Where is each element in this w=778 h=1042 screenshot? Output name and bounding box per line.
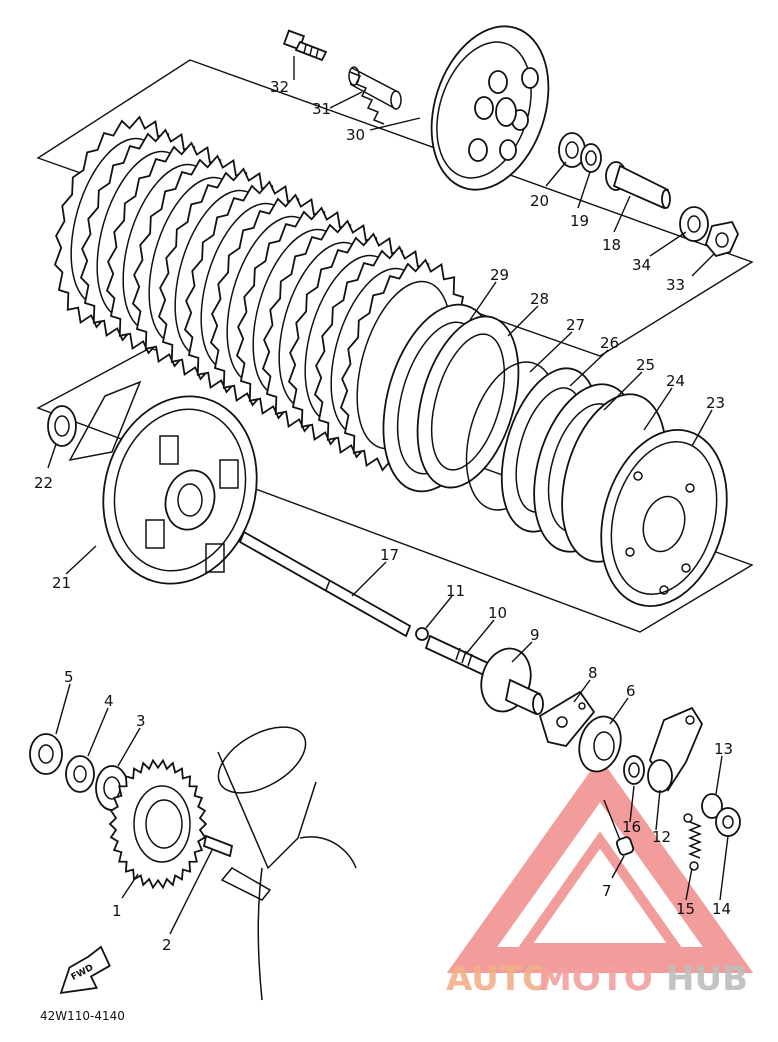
- gear-teeth: [108, 758, 208, 890]
- part-steel-plate-28: [416, 315, 520, 489]
- callout-4: 4: [104, 692, 114, 710]
- part-bush-16: [623, 755, 645, 785]
- callout-11: 11: [446, 582, 465, 600]
- callout-10: 10: [488, 604, 507, 622]
- part-push-lever-shaft-9: [480, 647, 544, 716]
- part-clutch-housing-21: [68, 380, 258, 585]
- watermark-triangle: [446, 757, 754, 973]
- callout-33: 33: [666, 276, 685, 294]
- callout-26: 26: [600, 334, 619, 352]
- callout-29: 29: [490, 266, 509, 284]
- gear-bore: [145, 799, 183, 849]
- callout-5: 5: [64, 668, 74, 686]
- drawing-code: 42W110-4140: [40, 1009, 125, 1023]
- callout-25: 25: [636, 356, 655, 374]
- part-push-lever-12: [647, 706, 704, 793]
- callout-18: 18: [602, 236, 621, 254]
- callout-27: 27: [566, 316, 585, 334]
- callout-3: 3: [136, 712, 146, 730]
- callout-32: 32: [270, 78, 289, 96]
- part-push-rod-10: [424, 634, 492, 678]
- callout-labels: 32 31 30 20 19 18 34 33 29 28 27 26 25 2…: [34, 78, 733, 954]
- crankshaft-outline: [217, 726, 357, 1001]
- lower-frame: [36, 347, 754, 633]
- part-pressure-plate-30: [430, 25, 550, 191]
- fwd-arrow-icon: FWD: [59, 945, 111, 994]
- part-nut-34: [679, 206, 709, 242]
- part-ball-11: [415, 627, 429, 641]
- part-spring-15: [683, 813, 703, 871]
- part-washer-20: [558, 132, 586, 168]
- part-spring-31: [348, 66, 402, 125]
- callout-20: 20: [530, 192, 549, 210]
- part-bolt-32: [282, 29, 328, 62]
- part-primary-drive-gear-1: [108, 758, 208, 890]
- clutch-plate-stack: [53, 115, 469, 472]
- callout-24: 24: [666, 372, 685, 390]
- callout-30: 30: [346, 126, 365, 144]
- callout-8: 8: [588, 664, 598, 682]
- callout-12: 12: [652, 828, 671, 846]
- callout-19: 19: [570, 212, 589, 230]
- callout-23: 23: [706, 394, 725, 412]
- watermark-hub: HUB: [666, 959, 748, 999]
- callout-22: 22: [34, 474, 53, 492]
- callout-9: 9: [530, 626, 540, 644]
- part-plate-8: [538, 690, 596, 747]
- callout-7: 7: [602, 882, 612, 900]
- part-lock-washer-33: [704, 220, 739, 258]
- callout-17: 17: [380, 546, 399, 564]
- part-clutch-boss-23: [600, 429, 728, 607]
- part-nut-14: [715, 807, 741, 837]
- callout-6: 6: [626, 682, 636, 700]
- part-key-2: [202, 834, 234, 858]
- part-washer-13: [701, 793, 723, 819]
- part-lock-washer-4: [65, 755, 95, 793]
- callout-2: 2: [162, 936, 172, 954]
- callout-14: 14: [712, 900, 731, 918]
- callout-1: 1: [112, 902, 122, 920]
- callout-15: 15: [676, 900, 695, 918]
- callout-16: 16: [622, 818, 641, 836]
- gear-hub: [133, 785, 191, 863]
- watermark-moto: MOTO: [538, 959, 653, 999]
- part-nut-5: [29, 733, 63, 775]
- part-oil-seal-6: [578, 715, 622, 773]
- part-push-rod-18: [605, 161, 671, 210]
- part-circlip-22: [47, 405, 77, 447]
- part-push-rod-17: [238, 530, 412, 638]
- callout-31: 31: [312, 100, 331, 118]
- part-bearing-19: [580, 143, 602, 173]
- callout-13: 13: [714, 740, 733, 758]
- callout-28: 28: [530, 290, 549, 308]
- watermark-auto: AUTO: [446, 959, 551, 999]
- leader-lines: [47, 56, 729, 935]
- callout-34: 34: [632, 256, 651, 274]
- part-pin-7: [615, 836, 635, 856]
- callout-21: 21: [52, 574, 71, 592]
- watermark-logo: AUTO MOTO HUB: [446, 959, 748, 999]
